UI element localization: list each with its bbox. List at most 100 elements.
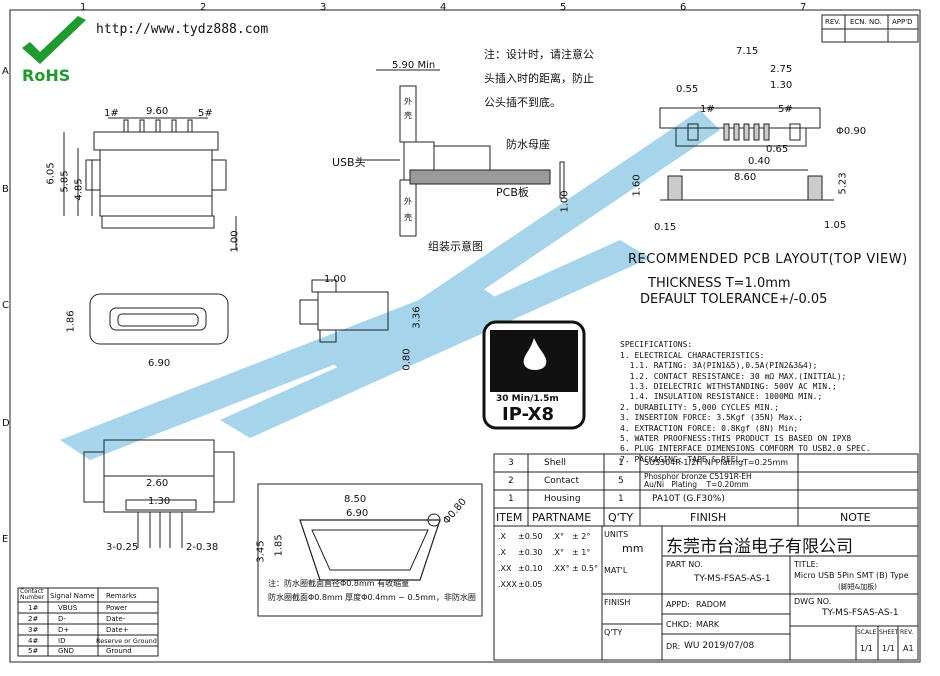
bom-part: Shell (544, 458, 566, 468)
rohs-logo: RoHS (22, 66, 71, 85)
grid-row: C (2, 300, 9, 311)
sheet-label: SHEET (879, 629, 899, 636)
pin-remark: Ground (106, 647, 132, 655)
sheet-value: 1/1 (882, 644, 895, 653)
pin5-label: 5# (198, 108, 213, 119)
tol-xdeg-val: ± 1° (572, 548, 591, 557)
tol-xdeg-val: ± 0.5° (572, 564, 598, 573)
dim-186: 1.86 (65, 310, 77, 333)
pin-signal: D+ (58, 626, 70, 634)
dim-860: 8.60 (734, 172, 757, 183)
tol-xdeg: .X° (552, 532, 565, 541)
spec-line: 6. PLUG INTERFACE DIMENSIONS COMFORM TO … (620, 444, 871, 454)
website-url: http://www.tydz888.com (96, 22, 269, 37)
pin-number: 2# (28, 615, 39, 623)
tol-x-val: ±0.50 (518, 532, 543, 541)
dim-040: 0.40 (748, 156, 771, 167)
dim-485: 4.85 (73, 178, 85, 201)
inside-b: 壳 (404, 213, 412, 222)
grid-col: 4 (440, 2, 447, 13)
pin1-label: 1# (104, 108, 119, 119)
scale-value: 1/1 (860, 644, 873, 653)
dim-336: 3.36 (411, 306, 423, 329)
units-value: mm (622, 542, 644, 555)
dim-275: 2.75 (770, 64, 793, 75)
bom-qty: 1 (618, 458, 624, 468)
dim-090: Φ0.90 (836, 126, 867, 137)
pcb-label: PCB板 (496, 186, 529, 199)
outside-b: 壳 (404, 111, 412, 120)
spec-line: 3. INSERTION FORCE: 3.5Kgf (35N) Max.; (620, 413, 804, 423)
rev-header-rev: REV. (825, 18, 841, 26)
qty-label: Q'TY (604, 628, 623, 637)
dim-100a: 1.00 (229, 230, 241, 253)
note-line-2: 头插入时的距离，防止 (484, 72, 594, 85)
bom-qty: 1 (618, 494, 624, 504)
bom-header-note: NOTE (840, 511, 871, 524)
dr-value: WU 2019/07/08 (684, 641, 755, 651)
pin-number: 5# (28, 647, 39, 655)
rev-value: A1 (903, 644, 914, 653)
dim-065: 0.65 (766, 144, 789, 155)
pin-remark: Reserve or Ground (96, 637, 157, 645)
tol-x-val: ±0.30 (518, 548, 543, 557)
grid-col: 3 (320, 2, 327, 13)
pin-signal: ID (58, 637, 66, 645)
pin-signal: GND (58, 647, 75, 655)
dim-690b: 6.90 (346, 508, 369, 519)
spec-line: 1.2. CONTACT RESISTANCE: 30 mΩ MAX.(INIT… (620, 371, 847, 381)
ip-badge (482, 320, 586, 430)
finish-label: FINISH (604, 598, 631, 607)
pin-header-remarks: Remarks (106, 592, 137, 600)
tol-x: .XXX (498, 580, 517, 589)
grid-col: 7 (800, 2, 807, 13)
dim-585: 5.85 (59, 170, 71, 193)
cutout-note-1: 注：防水圈截面直径Φ0.8mm 有收缩量 (268, 579, 410, 588)
pin1b-label: 1# (700, 104, 715, 115)
bom-finish: Phosphor bronze C5191R-EH Au/Ni Plating … (644, 472, 752, 489)
dim-130b: 1.30 (148, 496, 171, 507)
rev-label: REV. (900, 629, 914, 636)
bom-header-item: ITEM (496, 511, 523, 524)
title-value: Micro USB 5Pin SMT (B) Type (794, 571, 909, 580)
rev-header-appd: APP'D (892, 18, 913, 26)
bom-item: 1 (508, 494, 514, 504)
pin-signal: D- (58, 615, 66, 623)
spec-line: 1. ELECTRICAL CHARACTERISTICS: (620, 350, 765, 360)
note-line-3: 公头插不到底。 (484, 96, 561, 109)
appd-value: RADOM (696, 600, 727, 609)
dim-105: 1.05 (824, 220, 847, 231)
dr-label: DR: (666, 642, 681, 651)
dim-345: 3.45 (255, 540, 267, 563)
part-no-label: PART NO. (666, 560, 703, 569)
waterproof-seat-label: 防水母座 (506, 138, 550, 151)
dim-160: 1.60 (631, 174, 643, 197)
bom-finish: SUS304R-1/2H Ni PlatingT=0.25mm (644, 458, 789, 467)
dwg-label: DWG NO. (794, 597, 832, 606)
pin-number: 1# (28, 604, 39, 612)
part-no: TY-MS-FSAS-AS-1 (694, 574, 771, 584)
bom-item: 3 (508, 458, 514, 468)
tol-x: .X (498, 548, 507, 557)
pin-header-signal: Signal Name (50, 592, 95, 600)
tolerance-text: DEFAULT TOLERANCE+/-0.05 (640, 292, 828, 307)
pin-number: 4# (28, 637, 39, 645)
chkd-value: MARK (696, 620, 720, 629)
scale-label: SCALE (857, 629, 877, 636)
usb-head-label: USB头 (332, 156, 366, 169)
inside-a: 外 (404, 197, 412, 206)
pcb-layout-title: RECOMMENDED PCB LAYOUT(TOP VIEW) (628, 252, 908, 267)
grid-col: 6 (680, 2, 687, 13)
rev-header-ecn: ECN. NO. (850, 18, 882, 26)
spec-line: 1.4. INSULATION RESISTANCE: 1000MΩ MIN.; (620, 392, 823, 402)
thickness-text: THICKNESS T=1.0mm (648, 276, 791, 291)
grid-row: D (2, 418, 10, 429)
spec-line: 4. EXTRACTION FORCE: 0.8Kgf (8N) Min; (620, 423, 799, 433)
dim-130a: 1.30 (770, 80, 793, 91)
dim-523: 5.23 (837, 172, 849, 195)
bom-header-qty: Q'TY (608, 511, 634, 524)
specifications: SPECIFICATIONS:1. ELECTRICAL CHARACTERIS… (620, 330, 870, 476)
spec-line: 1.3. DIELECTRIC WITHSTANDING: 500V AC MI… (620, 382, 837, 392)
